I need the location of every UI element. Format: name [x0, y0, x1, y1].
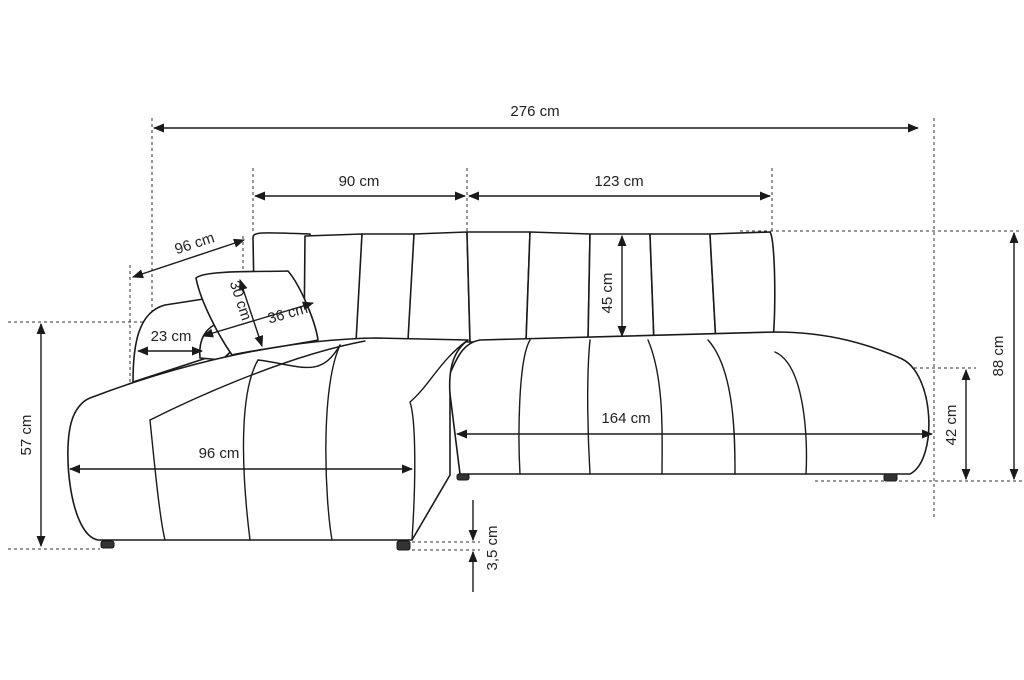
foot-middle: [396, 540, 411, 551]
label-total-height: 88 cm: [990, 336, 1007, 377]
chaise-longue: [67, 337, 469, 541]
back-cushions: [252, 231, 776, 349]
label-armrest-width: 23 cm: [151, 328, 192, 345]
foot-left: [100, 540, 115, 549]
label-total-width: 276 cm: [510, 103, 559, 120]
dimension-lines: [36, 123, 1019, 592]
label-right-back-width: 123 cm: [594, 173, 643, 190]
dim-pillow-width-line: [201, 301, 315, 338]
label-left-back-width: 90 cm: [339, 173, 380, 190]
label-back-cushion-height: 45 cm: [599, 273, 616, 314]
label-leg-height: 3,5 cm: [484, 525, 501, 570]
label-seat-depth: 164 cm: [601, 410, 650, 427]
label-seat-height: 42 cm: [943, 405, 960, 446]
chaise-seams: [149, 340, 366, 541]
sofa-drawing: [67, 231, 930, 551]
dim-armrest-depth-line: [131, 238, 246, 279]
foot-corner: [456, 473, 470, 481]
label-chaise-length: 96 cm: [199, 445, 240, 462]
guide-lines: [8, 118, 1022, 551]
label-chaise-height: 57 cm: [18, 415, 35, 456]
chaise-front-edge: [409, 339, 469, 541]
foot-right: [883, 473, 898, 482]
label-armrest-depth: 96 cm: [173, 229, 217, 258]
right-seat: [447, 331, 930, 475]
seat-seams: [518, 339, 808, 475]
